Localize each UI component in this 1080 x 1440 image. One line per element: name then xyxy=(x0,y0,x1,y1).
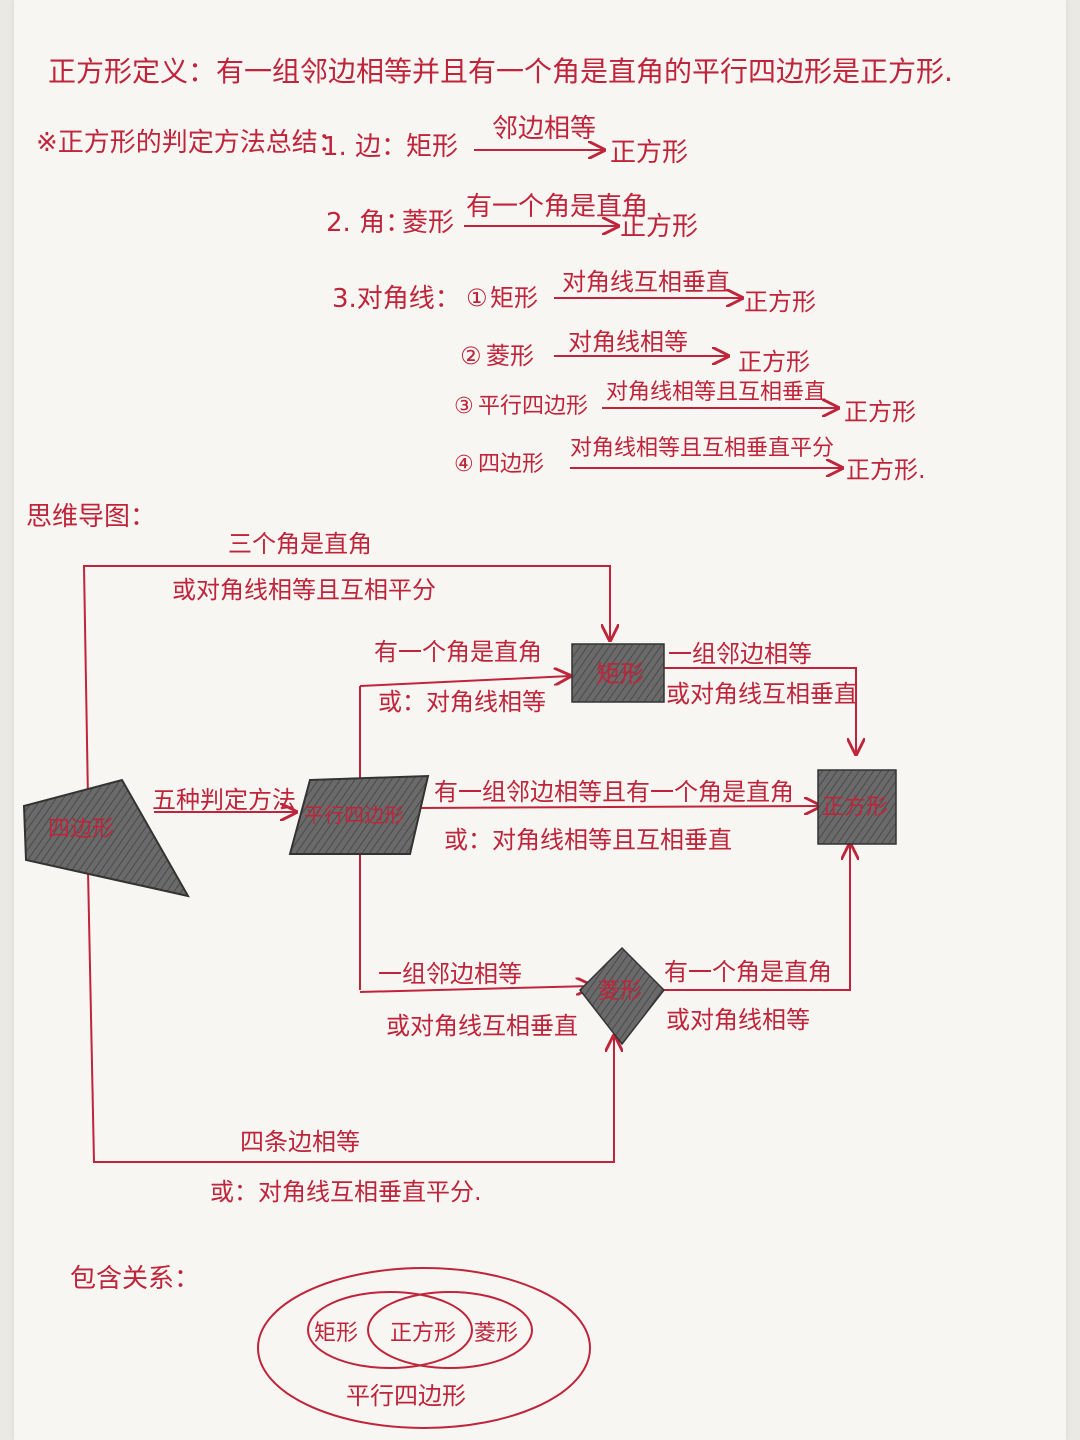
edge-para-square-line2: 或：对角线相等且互相垂直 xyxy=(444,826,732,854)
edge-para-rect-line1: 有一个角是直角 xyxy=(374,638,542,666)
edge-quad-rhombus-line2: 或：对角线互相垂直平分. xyxy=(210,1178,482,1206)
parallelogram-ellipse xyxy=(257,1267,591,1429)
rhombus-to-square-path xyxy=(660,844,850,991)
diag2-condition: 对角线相等 xyxy=(568,328,688,356)
diag4-from: 四边形 xyxy=(478,452,545,477)
notebook-page: 正方形定义：有一组邻边相等并且有一个角是直角的平行四边形是正方形. ※正方形的判… xyxy=(14,0,1066,1440)
edge-quad-rect-line2: 或对角线相等且互相平分 xyxy=(172,576,436,604)
diag3-index: ③ xyxy=(454,394,474,419)
edge-quad-rect-line1: 三个角是直角 xyxy=(228,530,372,558)
edge-rect-square-line2: 或对角线互相垂直 xyxy=(666,680,858,708)
node-quadrilateral-label: 四边形 xyxy=(48,817,114,842)
diag4-condition: 对角线相等且互相垂直平分 xyxy=(570,436,835,461)
inclusion-rhombus-label: 菱形 xyxy=(474,1321,518,1346)
diag1-to: 正方形 xyxy=(744,288,816,316)
para-to-rhombus-arrow xyxy=(359,986,592,992)
edge-para-square-line1: 有一组邻边相等且有一个角是直角 xyxy=(434,778,794,806)
diag1-index: ① xyxy=(466,284,488,312)
rectangle-ellipse xyxy=(307,1291,473,1369)
square-definition: 正方形定义：有一组邻边相等并且有一个角是直角的平行四边形是正方形. xyxy=(48,55,953,88)
edge-quad-para: 五种判定方法 xyxy=(152,786,296,814)
side-from: 矩形 xyxy=(406,132,459,162)
node-rhombus: 菱形 xyxy=(579,946,665,1046)
side-number: 1. 边： xyxy=(322,132,408,162)
mindmap-canvas: 四边形 平行四边形 矩形 正方形 菱形 矩形 正方形 菱形 平行四边形 xyxy=(22,0,897,1429)
mindmap-connectors xyxy=(82,565,856,1163)
diag3-condition: 对角线相等且互相垂直 xyxy=(606,380,827,405)
edge-quad-rhombus-line1: 四条边相等 xyxy=(240,1128,360,1156)
edge-para-rect-line2: 或：对角线相等 xyxy=(378,688,546,716)
edge-rhombus-square-line1: 有一个角是直角 xyxy=(664,958,832,986)
diag2-index: ② xyxy=(460,342,482,370)
node-rectangle: 矩形 xyxy=(571,643,665,703)
para-to-square-arrow xyxy=(417,806,820,808)
diag2-from: 菱形 xyxy=(486,342,534,370)
diag1-from: 矩形 xyxy=(490,284,538,312)
angle-to: 正方形 xyxy=(620,212,699,242)
diag4-to: 正方形. xyxy=(846,456,926,484)
inclusion-rect-label: 矩形 xyxy=(314,1321,358,1346)
diag3-from: 平行四边形 xyxy=(478,394,589,419)
diag4-index: ④ xyxy=(454,452,474,477)
node-quadrilateral: 四边形 xyxy=(22,778,190,898)
inclusion-para-label: 平行四边形 xyxy=(346,1382,466,1410)
edge-rect-square-line1: 一组邻边相等 xyxy=(668,640,812,668)
side-condition: 邻边相等 xyxy=(492,114,597,144)
angle-number: 2. 角： xyxy=(326,208,412,238)
diagonal-number: 3.对角线： xyxy=(332,284,461,314)
angle-from: 菱形 xyxy=(402,208,455,238)
diag1-condition: 对角线互相垂直 xyxy=(562,268,730,296)
diag3-to: 正方形 xyxy=(844,398,916,426)
edge-rhombus-square-line2: 或对角线相等 xyxy=(666,1006,810,1034)
node-square: 正方形 xyxy=(817,769,897,845)
inclusion-square-label: 正方形 xyxy=(390,1321,456,1346)
angle-condition: 有一个角是直角 xyxy=(466,192,649,222)
summary-arrows xyxy=(464,150,842,468)
node-rectangle-label: 矩形 xyxy=(596,660,644,688)
mindmap-heading: 思维导图： xyxy=(26,502,157,532)
rect-to-square-path xyxy=(664,667,856,754)
edge-para-rhombus-line2: 或对角线互相垂直 xyxy=(386,1012,578,1040)
rhombus-ellipse xyxy=(367,1291,533,1369)
inclusion-heading: 包含关系： xyxy=(70,1264,201,1294)
node-parallelogram-label: 平行四边形 xyxy=(304,803,404,827)
summary-heading: ※正方形的判定方法总结： xyxy=(36,128,344,158)
diag2-to: 正方形 xyxy=(738,348,810,376)
edge-para-rhombus-line1: 一组邻边相等 xyxy=(378,960,522,988)
node-square-label: 正方形 xyxy=(822,795,888,820)
inclusion-diagram xyxy=(257,1267,591,1429)
para-to-rect-arrow xyxy=(359,676,570,687)
quad-to-rect-path xyxy=(82,565,610,801)
quad-to-rhombus-path xyxy=(87,869,614,1163)
node-parallelogram: 平行四边形 xyxy=(288,774,430,855)
node-rhombus-label: 菱形 xyxy=(598,979,642,1004)
side-to: 正方形 xyxy=(610,138,689,168)
